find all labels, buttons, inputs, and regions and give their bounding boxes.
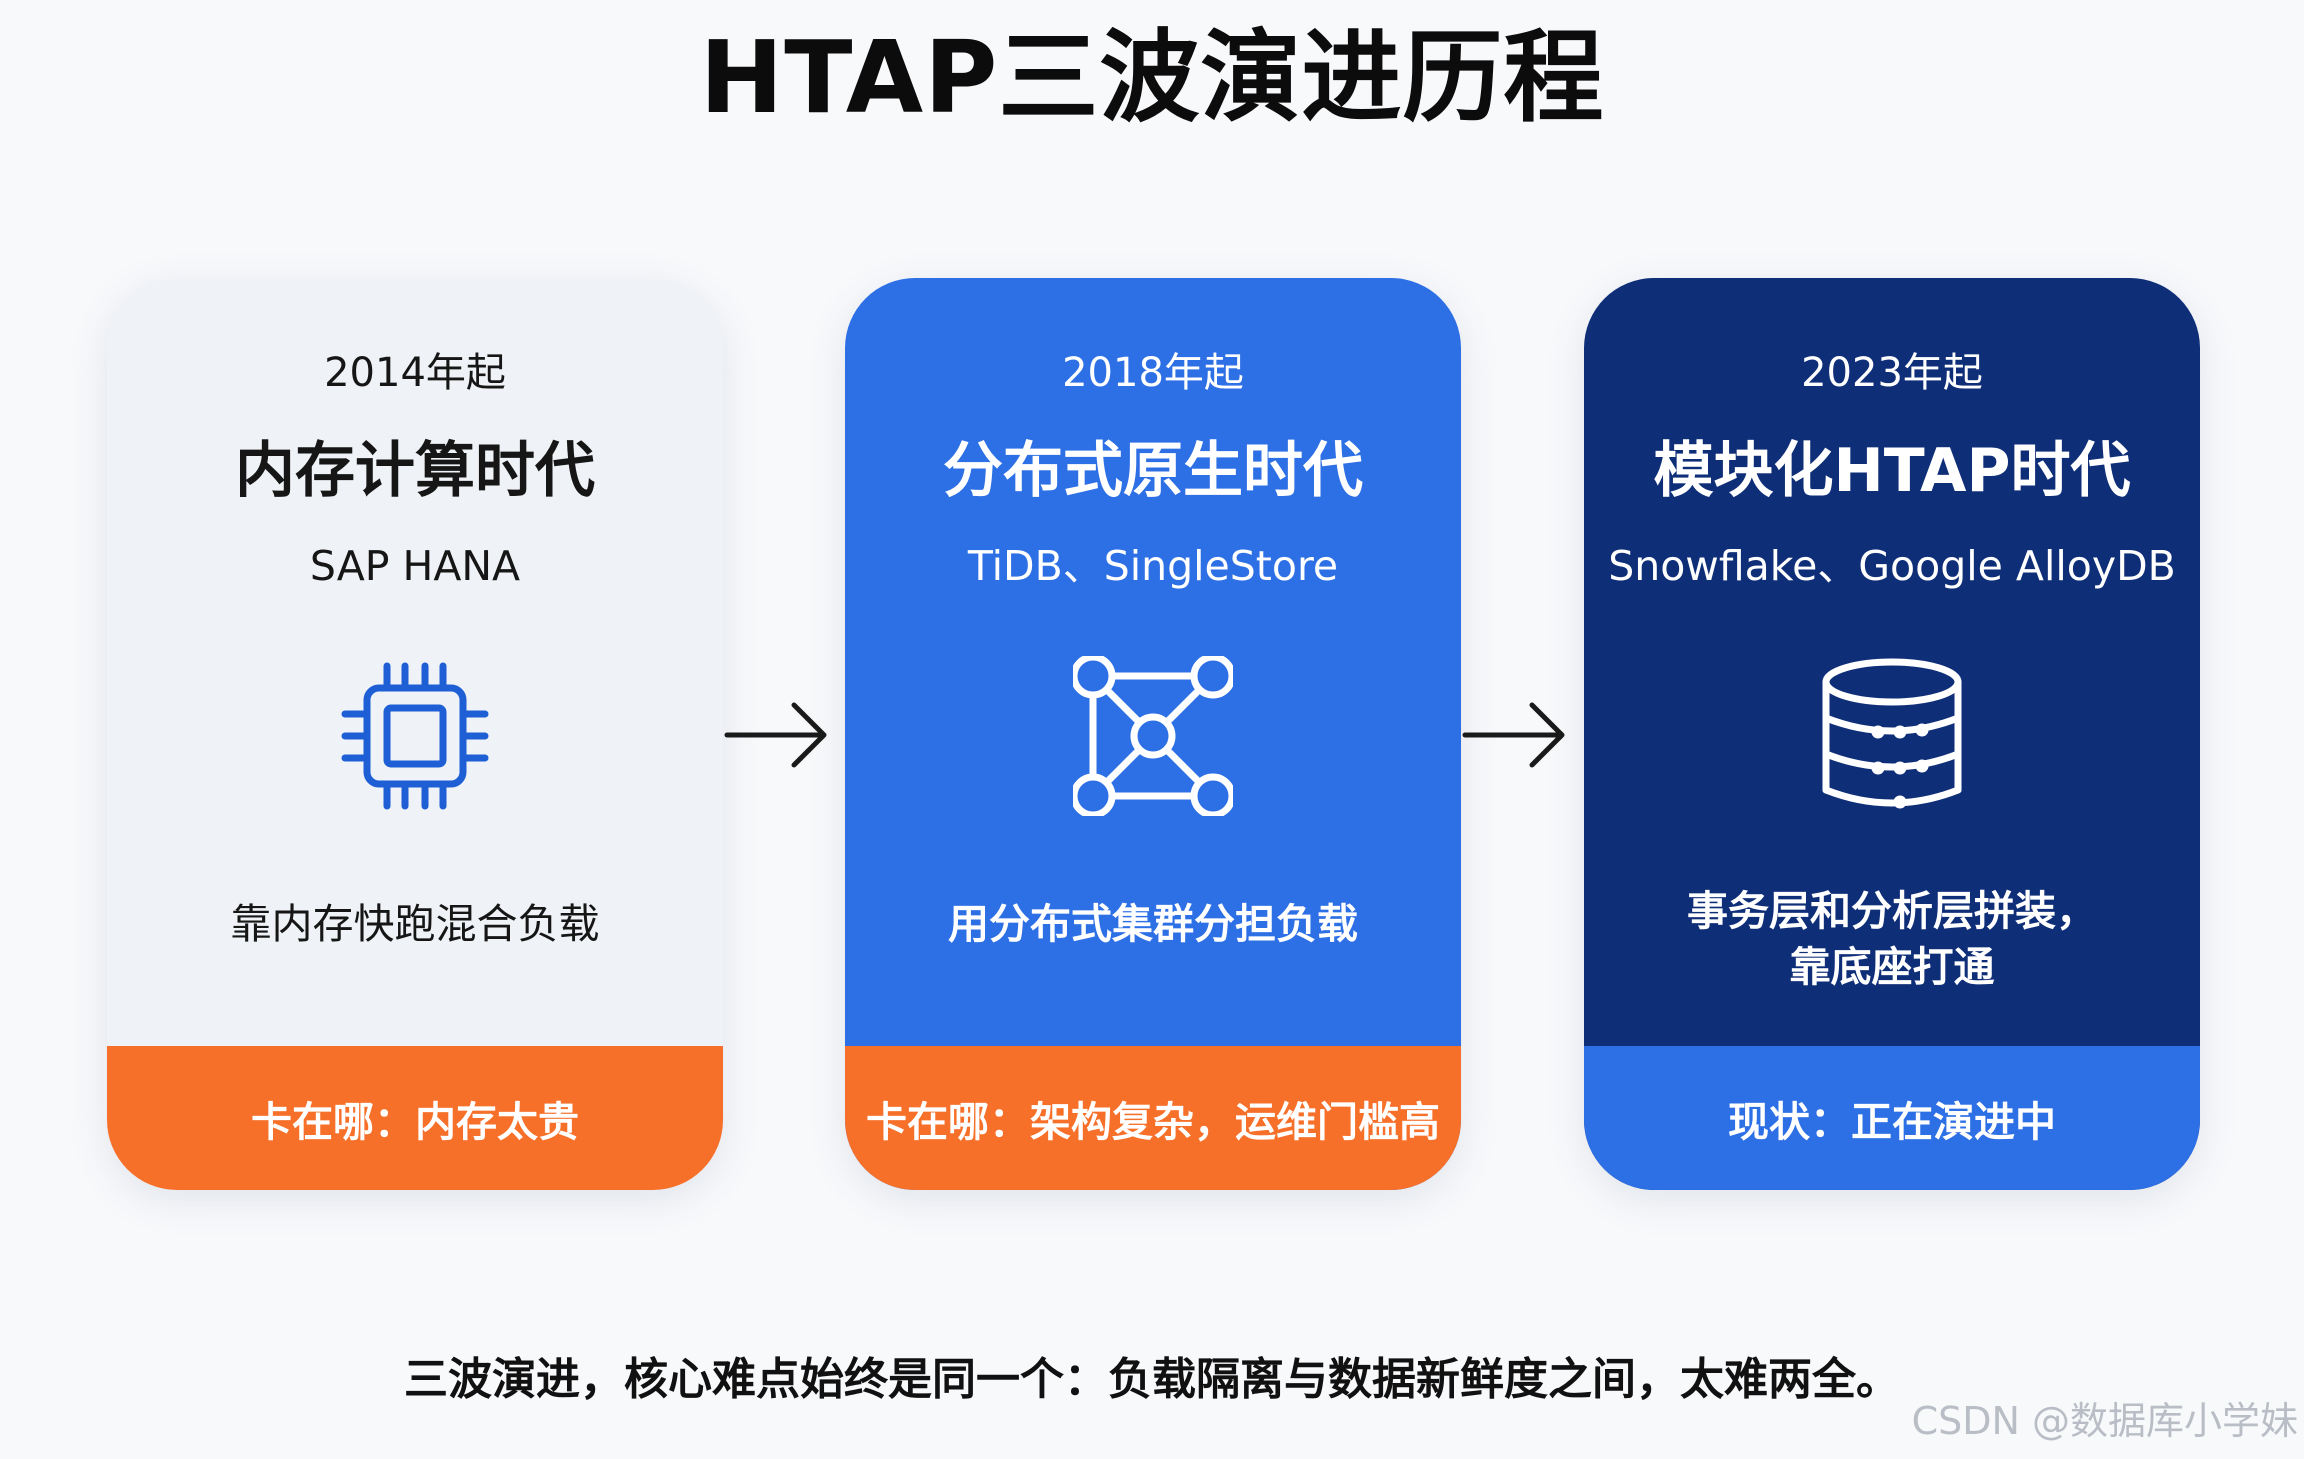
cpu-chip-icon [341, 662, 489, 810]
era-card-distributed: 2018年起 分布式原生时代 TiDB、SingleStore 用分布式集群分担… [845, 278, 1461, 1190]
era-products: Snowflake、Google AlloyDB [1608, 542, 2176, 590]
watermark: CSDN @数据库小学妹 [1911, 1399, 2298, 1443]
era-bottleneck: 卡在哪：内存太贵 [107, 1046, 723, 1190]
era-title: 模块化HTAP时代 [1653, 436, 2131, 506]
page-title: HTAP三波演进历程 [699, 19, 1605, 136]
era-year: 2014年起 [324, 350, 506, 396]
era-title: 分布式原生时代 [943, 436, 1363, 506]
era-description-line: 事务层和分析层拼装， [1687, 887, 2097, 935]
era-description: 靠内存快跑混合负载 [230, 900, 600, 948]
era-year: 2018年起 [1062, 350, 1244, 396]
arrow-right-icon [1462, 702, 1565, 768]
era-description: 用分布式集群分担负载 [948, 900, 1358, 948]
era-bottleneck: 卡在哪：架构复杂，运维门槛高 [845, 1046, 1461, 1190]
era-description-line: 靠底座打通 [1789, 943, 1995, 991]
era-products: SAP HANA [309, 542, 521, 590]
arrow-right-icon [724, 702, 827, 768]
era-card-in-memory: 2014年起 内存计算时代 SAP HANA 靠内存快跑混合负载 卡在哪：内存太… [107, 278, 723, 1190]
era-card-modular: 2023年起 模块化HTAP时代 Snowflake、Google AlloyD… [1584, 278, 2200, 1190]
network-nodes-icon [1073, 656, 1233, 816]
database-icon [1822, 658, 1962, 809]
era-status: 现状：正在演进中 [1584, 1046, 2200, 1190]
era-year: 2023年起 [1801, 350, 1983, 396]
era-products: TiDB、SingleStore [967, 542, 1339, 590]
summary-text: 三波演进，核心难点始终是同一个：负载隔离与数据新鲜度之间，太难两全。 [404, 1354, 1900, 1405]
era-description: 事务层和分析层拼装， 靠底座打通 [1614, 883, 2170, 995]
era-title: 内存计算时代 [235, 436, 595, 506]
